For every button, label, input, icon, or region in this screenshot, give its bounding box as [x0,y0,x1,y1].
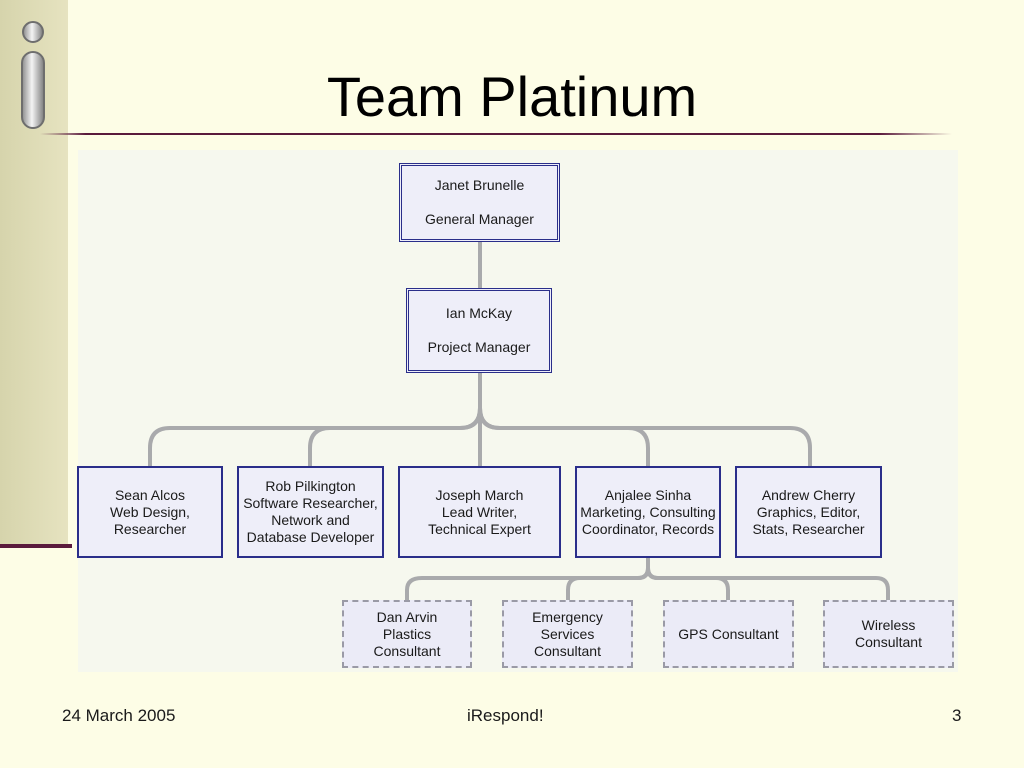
node-role: Project Manager [427,339,531,355]
connector-consultant-2 [566,566,650,602]
node-text: Rob Pilkington Software Researcher, Netw… [243,478,378,545]
org-node-consultant: Dan Arvin Plastics Consultant [342,600,472,668]
footer-date: 24 March 2005 [62,706,176,725]
node-name: Janet Brunelle [434,177,525,193]
connector-team-2 [308,406,482,468]
org-node-consultant: GPS Consultant [663,600,794,668]
connector-team-4 [478,406,650,468]
node-text: Emergency Services Consultant [532,608,603,659]
info-icon [21,21,45,129]
node-text: Wireless Consultant [855,617,922,650]
org-node-team-member: Rob Pilkington Software Researcher, Netw… [237,466,384,558]
footer-title: iRespond! [467,706,544,725]
node-role: General Manager [425,211,534,227]
connector-consultant-3 [646,566,730,602]
sidebar-decoration [0,0,68,548]
node-text: GPS Consultant [678,625,779,642]
title-divider [40,133,952,135]
org-node-project-manager: Ian McKay Project Manager [406,288,552,373]
node-text: Anjalee Sinha Marketing, Consulting Coor… [580,486,716,537]
connector-team-5 [478,406,812,468]
org-node-general-manager: Janet Brunelle General Manager [399,163,560,242]
org-node-team-member: Joseph March Lead Writer, Technical Expe… [398,466,561,558]
footer-page-number: 3 [952,706,962,725]
connector-team-1 [148,406,482,468]
node-name: Ian McKay [445,305,513,321]
node-text: Joseph March Lead Writer, Technical Expe… [428,486,531,537]
node-text: Sean Alcos Web Design, Researcher [110,486,190,537]
org-node-consultant: Emergency Services Consultant [502,600,633,668]
org-node-consultant: Wireless Consultant [823,600,954,668]
org-node-team-member: Sean Alcos Web Design, Researcher [77,466,223,558]
connector-consultant-1 [405,566,650,602]
node-text: Dan Arvin Plastics Consultant [373,608,441,659]
node-text: Andrew Cherry Graphics, Editor, Stats, R… [752,486,865,537]
slide-title: Team Platinum [326,65,698,128]
sidebar-divider [0,544,72,548]
connector-consultant-4 [646,566,890,602]
org-node-team-member: Anjalee Sinha Marketing, Consulting Coor… [575,466,721,558]
org-node-team-member: Andrew Cherry Graphics, Editor, Stats, R… [735,466,882,558]
